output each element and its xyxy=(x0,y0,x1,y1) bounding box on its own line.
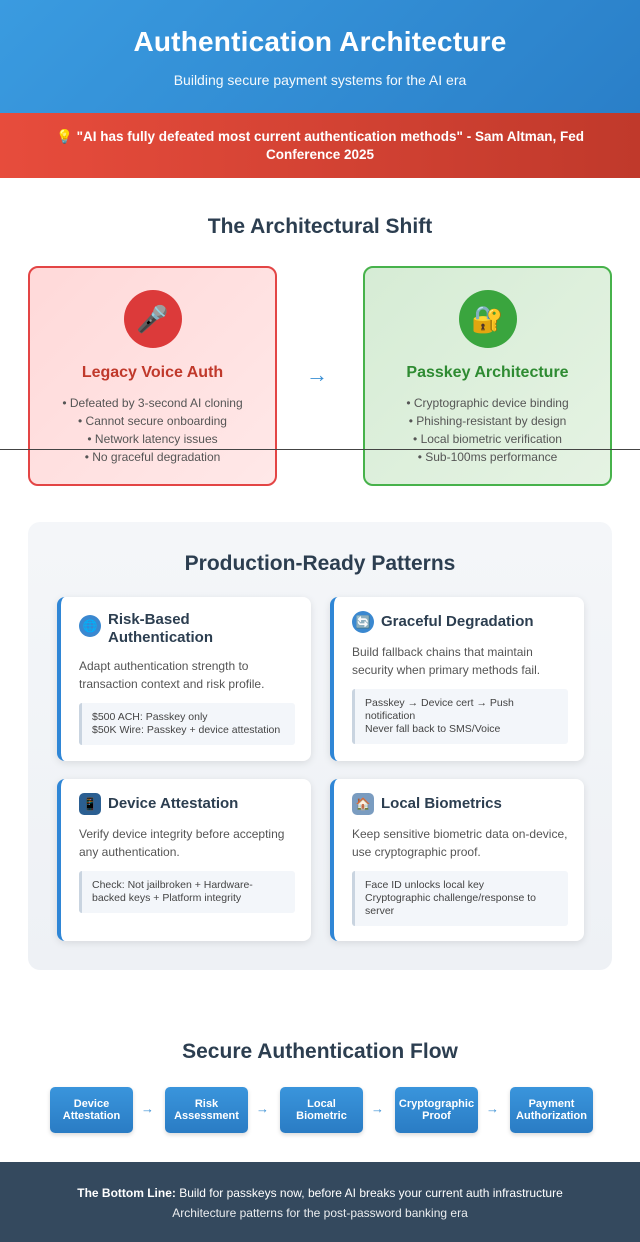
flow-section-title: Secure Authentication Flow xyxy=(182,1040,458,1063)
pattern-card-title: Graceful Degradation xyxy=(381,613,534,630)
arrow-right-icon: → xyxy=(371,1101,384,1116)
footer-bottom-line: The Bottom Line: Build for passkeys now,… xyxy=(0,1184,640,1202)
list-item: • No graceful degradation xyxy=(84,450,221,464)
quote-banner: 💡 "AI has fully defeated most current au… xyxy=(0,113,640,178)
pattern-card-note: $500 ACH: Passkey only $50K Wire: Passke… xyxy=(79,703,295,745)
home-icon: 🏠 xyxy=(352,793,374,815)
page-subtitle: Building secure payment systems for the … xyxy=(173,72,467,88)
footer-bold-label: The Bottom Line: xyxy=(77,1186,176,1200)
list-item: • Network latency issues xyxy=(87,432,218,446)
pattern-card-description: Verify device integrity before accepting… xyxy=(79,827,285,859)
footer: The Bottom Line: Build for passkeys now,… xyxy=(0,1162,640,1242)
legacy-feature-list: • Defeated by 3-second AI cloning • Cann… xyxy=(30,394,275,466)
list-item: • Phishing-resistant by design xyxy=(408,414,567,428)
header: Authentication Architecture Building sec… xyxy=(0,0,640,113)
flow-step-line: Cryptographic xyxy=(398,1098,475,1110)
pattern-card-title: Local Biometrics xyxy=(381,795,502,812)
flow-step-line: Payment xyxy=(528,1098,575,1110)
list-item: • Cryptographic device binding xyxy=(406,396,569,410)
list-item: • Defeated by 3-second AI cloning xyxy=(62,396,243,410)
patterns-section: Production-Ready Patterns 🌐 Risk-Based A… xyxy=(28,522,612,970)
flow-step-line: Proof xyxy=(422,1110,451,1122)
divider-line xyxy=(0,449,640,450)
flow-step-line: Device xyxy=(73,1098,110,1110)
footer-line-1: Build for passkeys now, before AI breaks… xyxy=(175,1186,563,1200)
note-line: $50K Wire: Passkey + device attestation xyxy=(92,724,281,736)
arrow-right-icon: → xyxy=(256,1101,269,1116)
lock-key-icon: 🔐 xyxy=(458,290,517,348)
footer-line-2: Architecture patterns for the post-passw… xyxy=(172,1206,468,1220)
refresh-icon: 🔄 xyxy=(352,611,374,633)
pattern-card-note: Check: Not jailbroken + Hardware-backed … xyxy=(79,871,295,913)
list-item: • Cannot secure onboarding xyxy=(78,414,227,428)
note-line: Check: Not jailbroken + Hardware-backed … xyxy=(92,879,253,904)
shift-comparison: 🎤 Legacy Voice Auth • Defeated by 3-seco… xyxy=(0,266,640,486)
flow-step-line: Assessment xyxy=(174,1110,239,1122)
mobile-phone-icon: 📱 xyxy=(79,793,101,815)
flow-step-line: Attestation xyxy=(62,1110,121,1122)
pattern-card-device-attestation: 📱 Device Attestation Verify device integ… xyxy=(57,779,311,941)
arrow-right-icon: → xyxy=(141,1101,154,1116)
pattern-card-description: Build fallback chains that maintain secu… xyxy=(352,645,541,677)
pattern-card-note: Passkey → Device cert → Push notificatio… xyxy=(352,689,568,744)
pattern-card-description: Keep sensitive biometric data on-device,… xyxy=(352,827,568,859)
note-line: Never fall back to SMS/Voice xyxy=(365,723,501,735)
flow-step-line: Biometric xyxy=(296,1110,347,1122)
pattern-card-title: Risk-Based Authentication xyxy=(108,611,213,646)
legacy-voice-card: 🎤 Legacy Voice Auth • Defeated by 3-seco… xyxy=(28,266,277,486)
note-line: Cryptographic challenge/response to serv… xyxy=(365,892,537,917)
globe-icon: 🌐 xyxy=(79,615,101,637)
list-item: • Sub-100ms performance xyxy=(417,450,558,464)
page-title: Authentication Architecture xyxy=(133,26,507,57)
pattern-card-graceful-degradation: 🔄 Graceful Degradation Build fallback ch… xyxy=(330,597,584,761)
passkey-feature-list: • Cryptographic device binding • Phishin… xyxy=(365,394,610,466)
pattern-card-local-biometrics: 🏠 Local Biometrics Keep sensitive biomet… xyxy=(330,779,584,941)
legacy-card-title: Legacy Voice Auth xyxy=(81,364,224,381)
pattern-card-risk-based: 🌐 Risk-Based Authentication Adapt authen… xyxy=(57,597,311,761)
pattern-card-description: Adapt authentication strength to transac… xyxy=(79,659,265,691)
flow-step-line: Risk xyxy=(194,1098,219,1110)
arrow-right-icon: → xyxy=(486,1101,499,1116)
quote-text: 💡 "AI has fully defeated most current au… xyxy=(56,129,584,162)
arrow-right-icon: → xyxy=(306,362,328,387)
flow-step-line: Authorization xyxy=(516,1110,587,1122)
flow-step-line: Local xyxy=(307,1098,336,1110)
pattern-card-note: Face ID unlocks local key Cryptographic … xyxy=(352,871,568,926)
list-item: • Local biometric verification xyxy=(413,432,562,446)
microphone-icon: 🎤 xyxy=(123,290,182,348)
passkey-card: 🔐 Passkey Architecture • Cryptographic d… xyxy=(363,266,612,486)
note-line: Face ID unlocks local key xyxy=(365,879,485,891)
passkey-card-title: Passkey Architecture xyxy=(406,364,569,381)
shift-section-title: The Architectural Shift xyxy=(207,215,433,238)
note-line: $500 ACH: Passkey only xyxy=(92,711,208,723)
pattern-card-title: Device Attestation xyxy=(108,795,239,812)
patterns-section-title: Production-Ready Patterns xyxy=(184,552,456,575)
note-line: Passkey → Device cert → Push notificatio… xyxy=(365,697,514,722)
